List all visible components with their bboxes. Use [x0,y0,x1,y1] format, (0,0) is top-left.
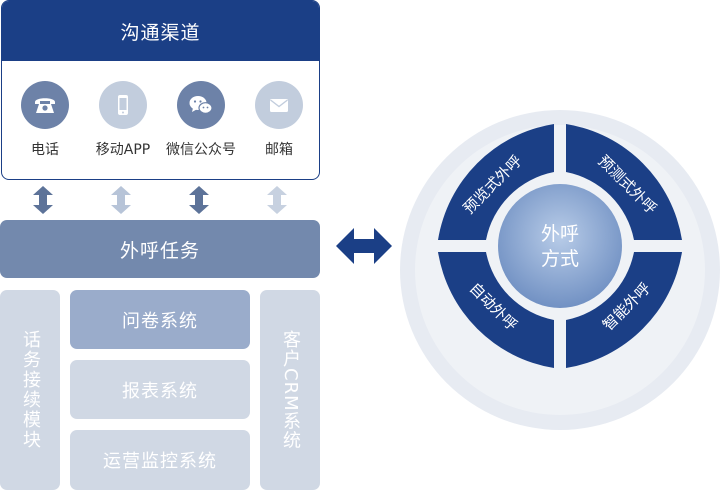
customer-crm-module: 客户CRM系统 [260,290,320,490]
channel-mobile-app[interactable]: 移动APP [83,81,163,159]
module-label: 客户CRM系统 [280,330,301,450]
channel-mail[interactable]: 邮箱 [239,81,319,159]
operation-monitor-system: 运营监控系统 [70,430,250,490]
double-arrow-icon [33,186,53,214]
mail-icon [255,81,303,129]
channel-label: 移动APP [95,142,151,158]
channel-panel: 沟通渠道 电话 移动APP [1,0,320,180]
wheel-center-label: 方式 [541,248,579,270]
wheel-segment-predictive[interactable] [566,124,682,240]
questionnaire-system: 问卷系统 [70,290,250,349]
double-arrow-icon [189,186,209,214]
phone-icon [21,81,69,129]
outbound-methods-wheel: 外呼 方式 预览式外呼 预测式外呼 自动外呼 智能外呼 [400,110,720,430]
call-connection-module: 话务接续模块 [0,290,60,490]
channel-phone[interactable]: 电话 [5,81,85,159]
wheel-center [498,184,622,308]
double-arrow-icon [111,186,131,214]
wheel-segment-auto[interactable] [438,252,554,368]
wheel-segment-preview[interactable] [438,124,554,240]
channel-label: 微信公众号 [166,142,236,158]
outbound-task-bar: 外呼任务 [0,220,320,278]
channel-wechat[interactable]: 微信公众号 [161,81,241,159]
module-label: 运营监控系统 [103,451,217,472]
wheel-segment-smart[interactable] [566,252,682,368]
channel-label: 邮箱 [265,142,293,158]
horizontal-double-arrow-icon [336,228,392,264]
channel-panel-title: 沟通渠道 [2,1,319,61]
module-label: 问卷系统 [122,310,198,332]
channel-label: 电话 [31,142,59,158]
wechat-icon [177,81,225,129]
module-label: 报表系统 [122,380,198,402]
module-label: 话务接续模块 [20,330,41,450]
double-arrow-icon [267,186,287,214]
wheel-center-label: 外呼 [541,223,579,245]
mobile-icon [99,81,147,129]
report-system: 报表系统 [70,360,250,419]
